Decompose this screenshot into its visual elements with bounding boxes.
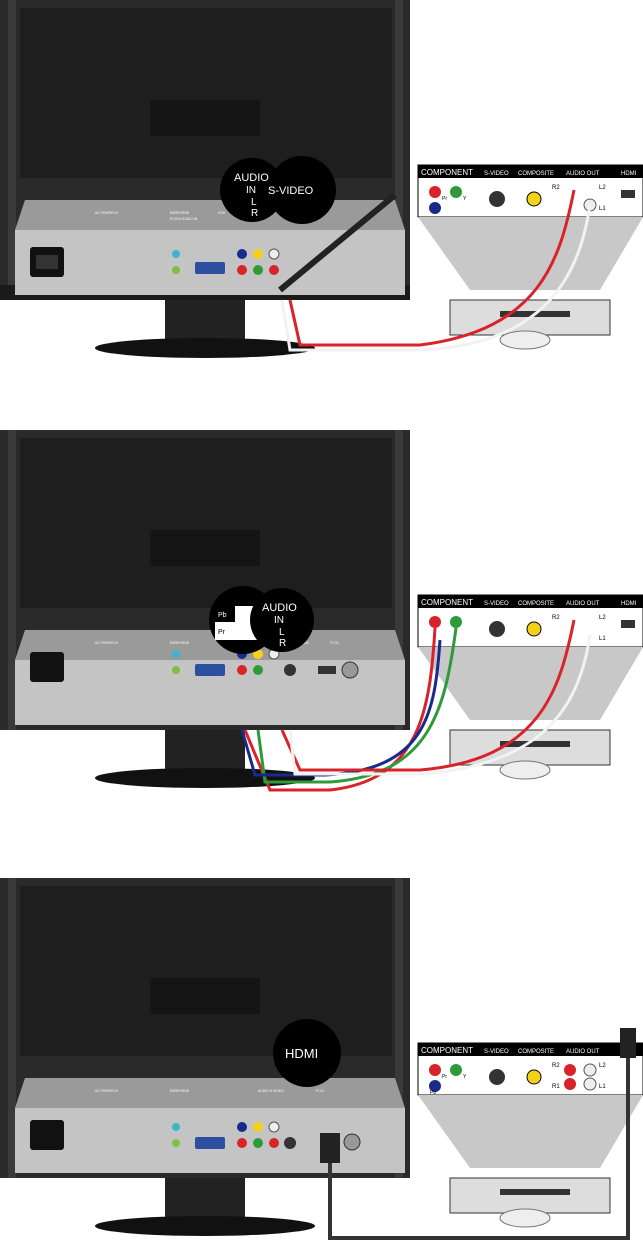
jack-r2: R2 (552, 1063, 560, 1069)
hdr-svideo: S-VIDEO (484, 1049, 509, 1055)
callout-audio: AUDIO (234, 172, 269, 184)
hdr-audio-out: AUDIO OUT (566, 171, 600, 177)
hdr-hdmi: HDMI (621, 601, 637, 607)
callout-audio: AUDIO (262, 602, 297, 614)
tv-in-label: TV IN (330, 641, 339, 645)
callout-pr: Pr (218, 629, 226, 636)
hdr-component: COMPONENT (421, 168, 473, 177)
jack-pr: Pr (442, 1074, 447, 1080)
earphone-jack (172, 250, 180, 258)
jack-l1: L1 (599, 1084, 606, 1090)
player-jack-panel: COMPONENT S-VIDEO COMPOSITE AUDIO OUT HD… (417, 164, 643, 218)
callout-l: L (279, 627, 285, 638)
hdr-composite: COMPOSITE (518, 1049, 554, 1055)
tv-connector-plate: AC POWER IN EARPHONE HDMI TV IN (15, 630, 405, 725)
callout-r: R (279, 638, 286, 649)
hdr-hdmi: HDMI (621, 171, 637, 177)
callout-in: IN (274, 615, 284, 626)
diagram-hdmi: AC POWER IN EARPHONE AUDIO S-VIDEO TV IN… (0, 848, 643, 1248)
jack-l1: L1 (599, 206, 606, 212)
tv-stand (95, 730, 315, 788)
callout-hdmi-label: HDMI (285, 1046, 318, 1061)
diagram-component: AC POWER IN EARPHONE HDMI TV IN Pb Pr Y … (0, 430, 643, 830)
tv-stand (95, 1178, 315, 1236)
hdr-svideo: S-VIDEO (484, 171, 509, 177)
callout-audio-in: AUDIO IN L R (250, 588, 314, 652)
callout-audio-in: AUDIO IN L R (220, 158, 284, 222)
hdmi-plug-tv (320, 1133, 340, 1163)
ac-power-label: AC POWER IN (95, 1089, 118, 1093)
jack-pb: Pb (430, 1090, 436, 1096)
tv-connector-plate: AC POWER IN EARPHONE AUDIO S-VIDEO TV IN (15, 1078, 405, 1173)
hdr-component: COMPONENT (421, 598, 473, 607)
ac-power-socket (30, 1120, 64, 1150)
diagram-svideo: AC POWER IN EARPHONE PC/DVI AUDIO IN VGA… (0, 0, 643, 400)
tv-connector-plate: AC POWER IN EARPHONE PC/DVI AUDIO IN VGA… (15, 200, 405, 295)
dvd-player (449, 729, 611, 780)
jack-y: Y (463, 196, 467, 202)
jack-r2: R2 (552, 185, 560, 191)
callout-r: R (251, 208, 258, 219)
callout-pb: Pb (218, 612, 227, 619)
jack-r2: R2 (552, 615, 560, 621)
av-in-label: AUDIO S-VIDEO (258, 1089, 284, 1093)
earphone-label: EARPHONE (170, 211, 190, 215)
dvd-player (449, 1177, 611, 1228)
hdr-svideo: S-VIDEO (484, 601, 509, 607)
callout-in: IN (246, 185, 256, 196)
vga-port (195, 262, 225, 274)
callout-l: L (251, 197, 257, 208)
jack-l2: L2 (599, 1063, 606, 1069)
tv-in-label: TV IN (315, 1089, 324, 1093)
callout-hdmi: HDMI (273, 1019, 341, 1087)
player-jack-panel: COMPONENT S-VIDEO COMPOSITE AUDIO OUT HD… (417, 1042, 643, 1096)
hdmi-cable (320, 1028, 636, 1240)
hdr-audio-out: AUDIO OUT (566, 601, 600, 607)
earphone-label: EARPHONE (170, 1089, 190, 1093)
pc-audio-jack (172, 266, 180, 274)
callout-svideo: S-VIDEO (268, 156, 336, 224)
ac-power-label: AC POWER IN (95, 641, 118, 645)
hdr-composite: COMPOSITE (518, 171, 554, 177)
hdr-composite: COMPOSITE (518, 601, 554, 607)
ac-power-socket (30, 652, 64, 682)
tv-stand (95, 300, 315, 358)
hdmi-plug-player (620, 1028, 636, 1058)
jack-r1: R1 (552, 1084, 560, 1090)
hdr-audio-out: AUDIO OUT (566, 1049, 600, 1055)
pc-audio-label: PC/DVI AUDIO IN (170, 217, 198, 221)
hdr-component: COMPONENT (421, 1046, 473, 1055)
player-jack-panel: COMPONENT S-VIDEO COMPOSITE AUDIO OUT HD… (417, 594, 643, 648)
hdmi-label: HDMI (300, 641, 309, 645)
jack-pr: Pr (442, 196, 447, 202)
jack-l1: L1 (599, 636, 606, 642)
earphone-label: EARPHONE (170, 641, 190, 645)
jack-y: Y (463, 1074, 467, 1080)
cables (240, 619, 592, 792)
jack-l2: L2 (599, 185, 606, 191)
callout-svideo-label: S-VIDEO (268, 185, 314, 197)
vga-label: VGA (218, 211, 226, 215)
ac-power-label: AC POWER IN (95, 211, 118, 215)
jack-l2: L2 (599, 615, 606, 621)
cables (278, 189, 592, 352)
